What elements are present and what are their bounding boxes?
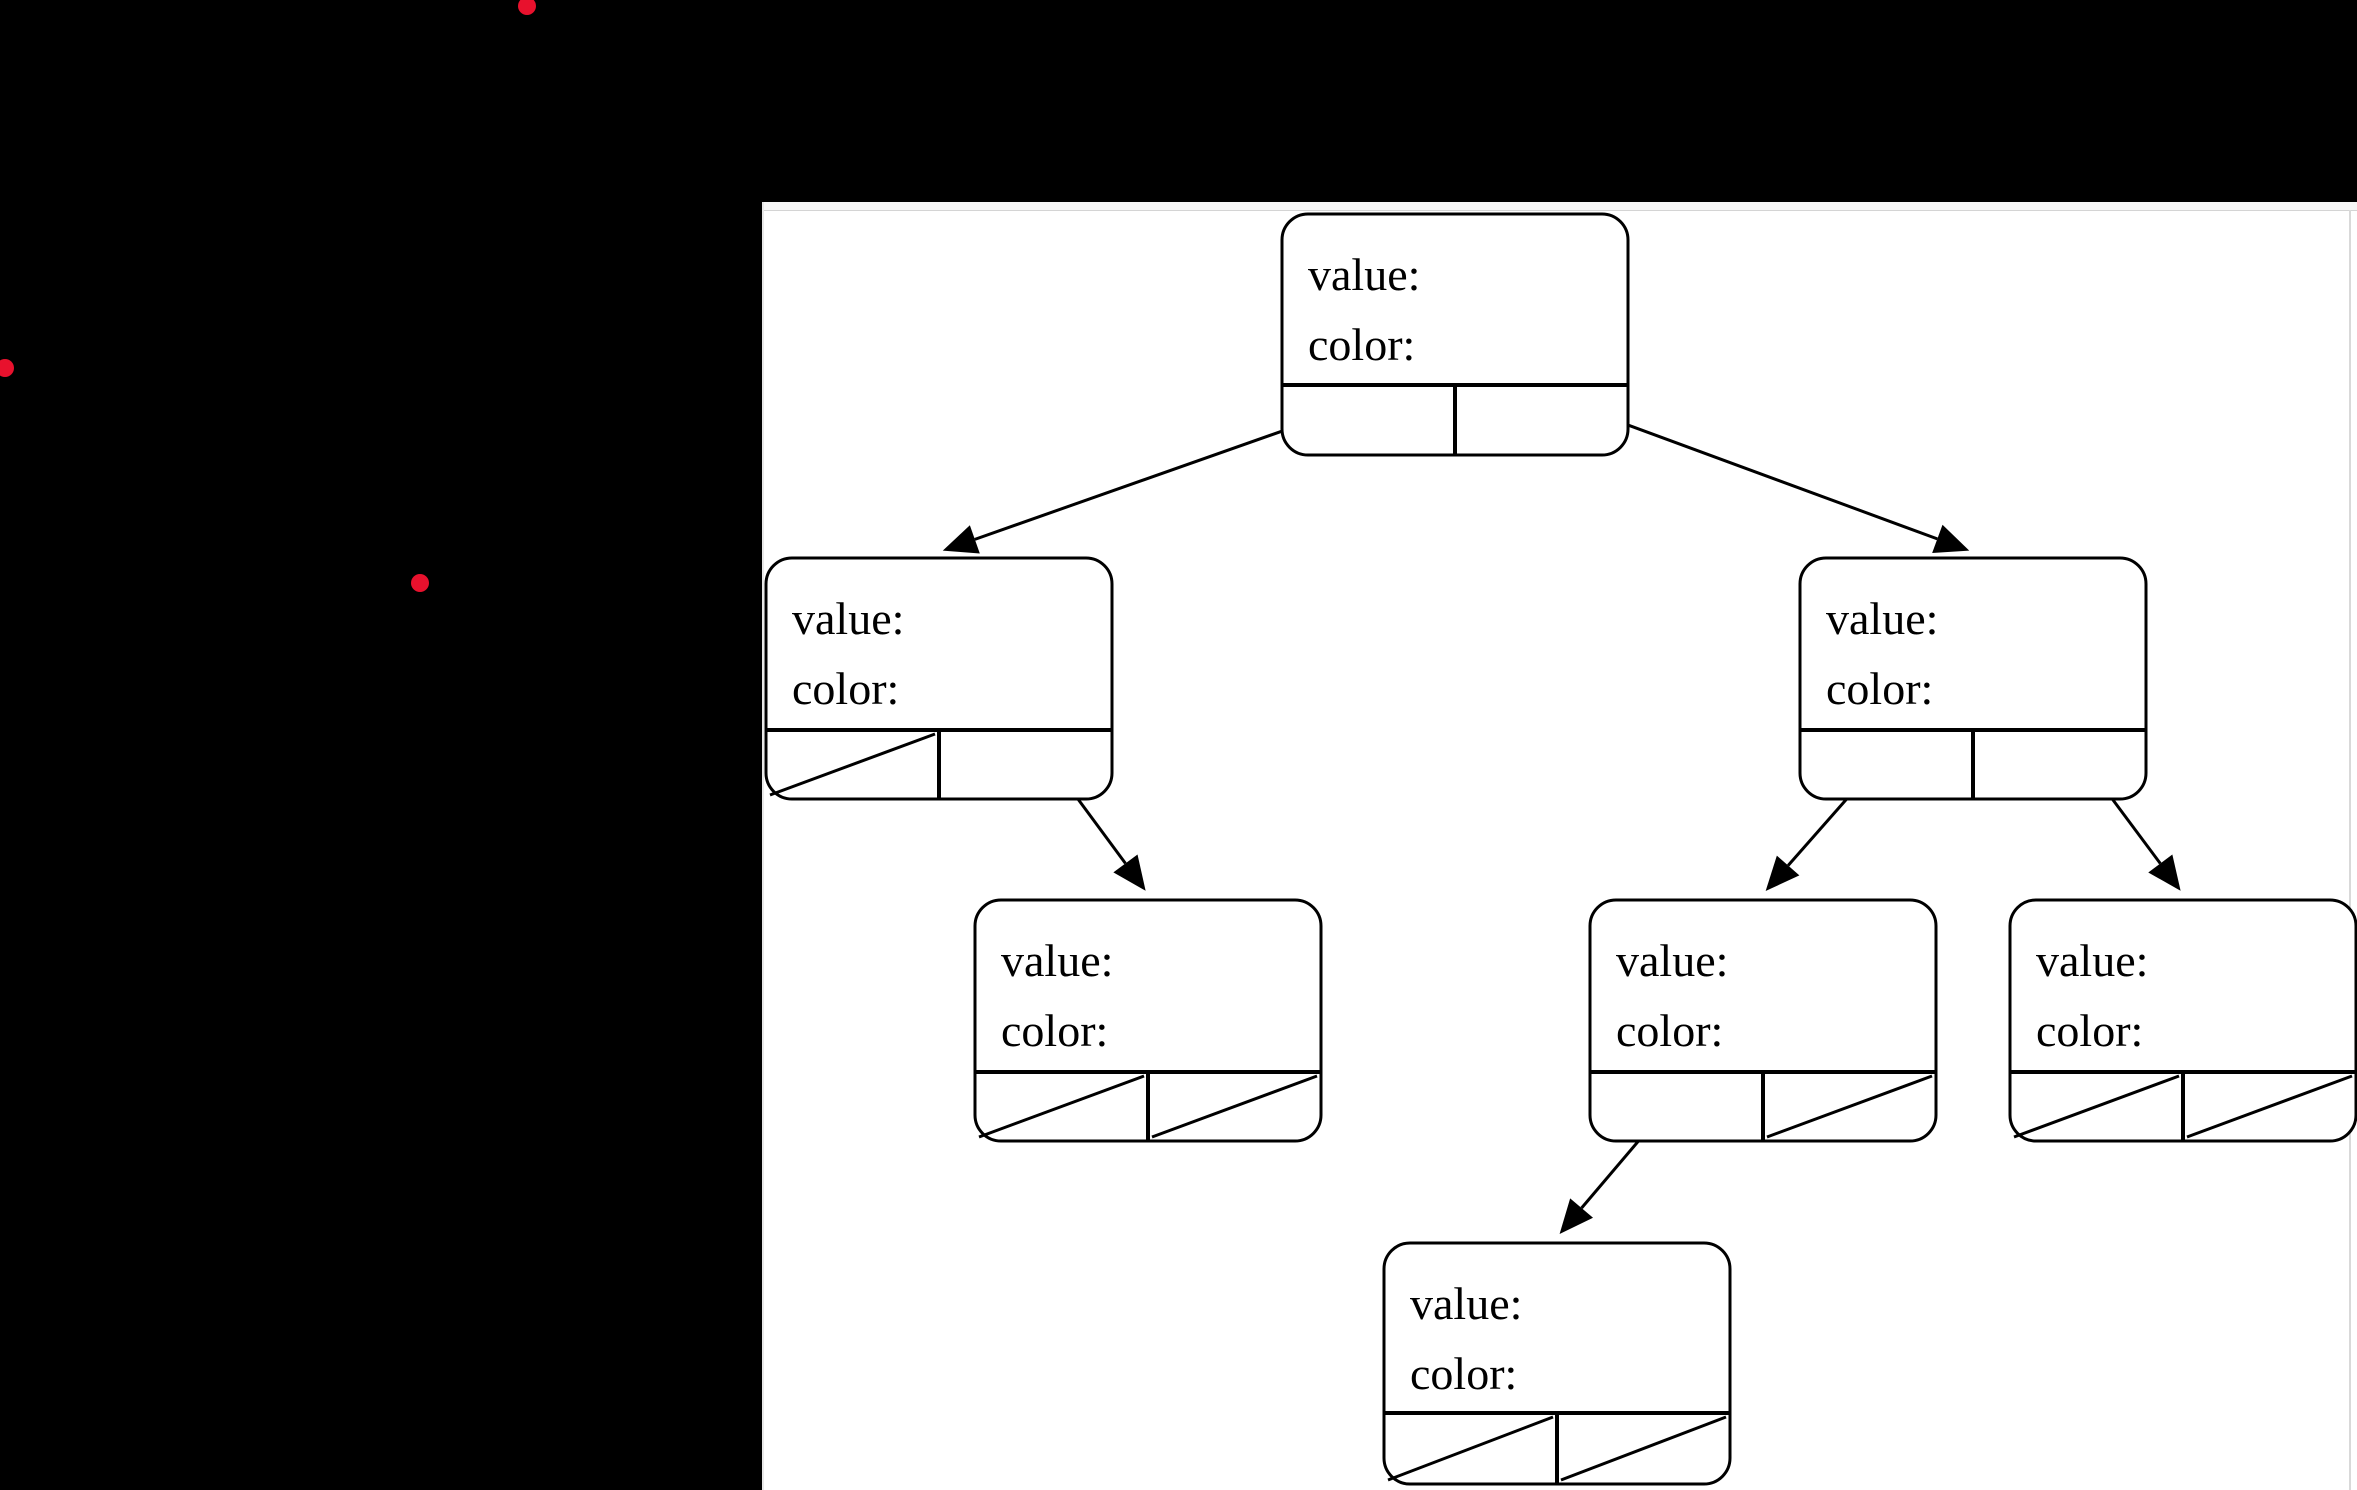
panel-left-edge xyxy=(762,202,764,1490)
red-marker-dot xyxy=(411,574,429,592)
red-marker-dot xyxy=(0,359,14,377)
document-panel xyxy=(762,202,2357,1490)
panel-right-edge xyxy=(2349,210,2351,1490)
red-marker-dot xyxy=(518,0,536,15)
